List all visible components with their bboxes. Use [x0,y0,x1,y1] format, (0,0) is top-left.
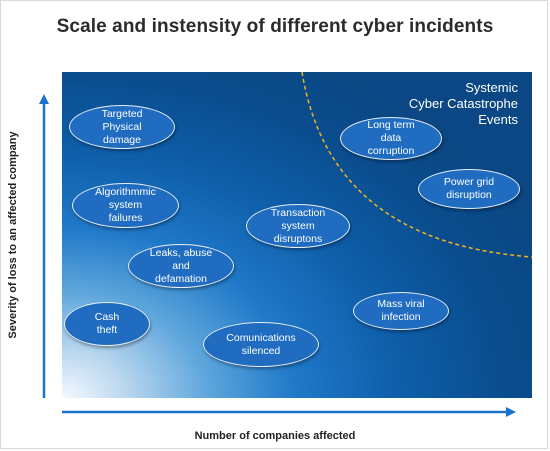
systemic-zone-boundary [301,72,532,258]
incident-long-term-data-corruption: Long term data corruption [340,117,442,160]
incident-cash-theft: Cash theft [64,302,150,346]
systemic-zone-label: Systemic Cyber Catastrophe Events [408,80,518,127]
figure-title: Scale and instensity of different cyber … [56,16,494,37]
incident-algorithmic-system-failures: Algorithmmic system failures [72,183,179,228]
x-axis-label: Number of companies affected [194,430,356,442]
incident-mass-viral-infection: Mass viral infection [353,292,449,330]
x-axis-arrow [62,407,516,417]
incident-power-grid-disruption: Power grid disruption [418,169,520,209]
incident-transaction-system-disruptions: Transaction system disruptons [246,204,350,248]
incident-communications-silenced: Comunications silenced [203,322,319,367]
y-axis-arrow [39,94,49,398]
incident-targeted-physical-damage: Targeted Physical damage [69,105,175,149]
plot-area: Systemic Cyber Catastrophe Events Target… [62,72,532,398]
incident-leaks-abuse-defamation: Leaks, abuse and defamation [128,244,234,288]
